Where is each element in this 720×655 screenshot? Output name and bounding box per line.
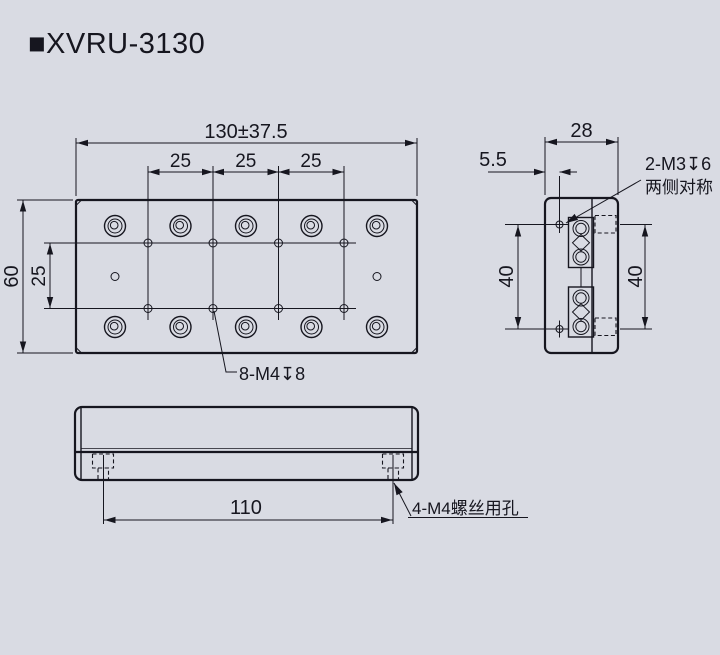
top-view-plate (74, 198, 419, 355)
dim-pitch-2: 25 (235, 151, 256, 172)
side-view-body (543, 196, 620, 355)
carriage-blocks (567, 216, 595, 338)
m4-screw-callout-text: 4-M4螺丝用孔 (412, 499, 519, 518)
side-view: 28 5.5 40 40 2-M3↧6 两侧对称 (479, 120, 713, 355)
pin-holes (110, 272, 382, 281)
side-view-extension-lines (505, 137, 652, 330)
dim-depth: 28 (570, 120, 592, 142)
m3-callout-line1: 2-M3↧6 (645, 154, 711, 174)
page-title: ■XVRU-3130 (28, 28, 205, 60)
front-hidden-screw-holes (91, 453, 405, 481)
m3-callout-line2: 两侧对称 (645, 178, 713, 197)
front-view-extension-lines (103, 455, 394, 524)
m4-tapped-holes (136, 231, 356, 320)
front-view: 110 4-M4螺丝用孔 (73, 405, 528, 524)
top-view: 130±37.5 25 25 25 60 25 8-M4↧8 (1, 121, 419, 384)
dim-edge-offset: 5.5 (479, 149, 507, 171)
side-view-arrows (514, 138, 649, 328)
counterbore-callout-text: 8-M4↧8 (239, 364, 305, 384)
counterbore-callout: 8-M4↧8 (213, 310, 305, 384)
front-view-end-caps (80, 407, 413, 480)
top-view-dimension-lines (22, 142, 417, 353)
dim-row-pitch: 25 (29, 265, 50, 286)
dim-height-total: 60 (1, 265, 23, 287)
hidden-hole-outlines (594, 214, 617, 337)
side-view-dimension-lines (488, 141, 646, 329)
m4-screw-callout: 4-M4螺丝用孔 (393, 482, 528, 518)
front-view-body (73, 405, 420, 482)
dim-width-total: 130±37.5 (204, 121, 287, 143)
dim-pitch-left: 40 (496, 265, 518, 287)
dim-pitch-1: 25 (170, 151, 191, 172)
front-view-arrows (104, 516, 392, 524)
dim-pitch-right: 40 (625, 265, 647, 287)
m3-callout: 2-M3↧6 两侧对称 (565, 154, 713, 224)
counterbore-holes (103, 214, 389, 339)
corner-chamfers (76, 200, 417, 353)
m3-side-holes (550, 215, 569, 338)
top-view-arrows (19, 139, 416, 353)
dim-mount-pitch: 110 (230, 497, 262, 519)
dim-pitch-3: 25 (300, 151, 321, 172)
